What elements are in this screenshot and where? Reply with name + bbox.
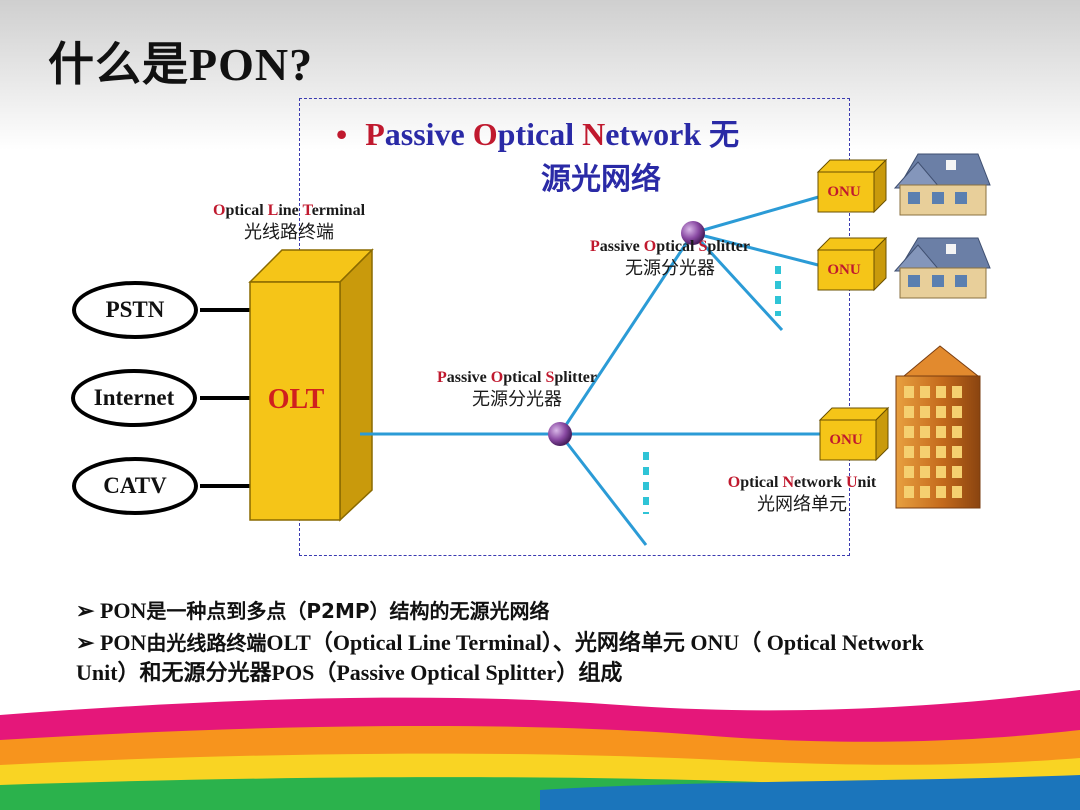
page-title: 什么是PON? bbox=[48, 37, 314, 91]
pon-heading: •Passive Optical Network 无 源光网络 bbox=[336, 116, 740, 197]
catv-node: CATV bbox=[72, 457, 198, 515]
fiber-lines bbox=[360, 194, 823, 546]
description-line-2: ➢ PON由光线路终端OLT（Optical Line Terminal）、光网… bbox=[76, 630, 924, 685]
internet-node: Internet bbox=[71, 369, 197, 427]
office-building-icon bbox=[895, 345, 981, 509]
onu-box-1 bbox=[816, 158, 888, 214]
fiber-to-onu-2 bbox=[692, 231, 823, 268]
onu-box-3 bbox=[818, 406, 890, 462]
splitter-2-caption: Passive Optical Splitter 无源分光器 bbox=[589, 238, 750, 279]
fiber-branch-down-2 bbox=[691, 231, 784, 332]
fiber-to-splitter-2 bbox=[558, 232, 695, 435]
onu-caption: Optical Network Unit 光网络单元 bbox=[727, 474, 877, 515]
house-icon-2 bbox=[893, 237, 991, 299]
fiber-to-onu-1 bbox=[692, 194, 823, 235]
description-line-1: ➢ PON是一种点到多点（P2MP）结构的无源光网络 bbox=[76, 598, 550, 623]
bottom-wave-decoration bbox=[0, 690, 1080, 810]
onu-2-label: ONU bbox=[827, 262, 861, 278]
fiber-branch-down bbox=[558, 433, 648, 546]
olt-caption: Optical Line Terminal 光线路终端 bbox=[212, 202, 366, 243]
pon-description: ➢ PON是一种点到多点（P2MP）结构的无源光网络 ➢ PON由光线路终端OL… bbox=[76, 596, 956, 690]
header-background bbox=[0, 0, 1080, 150]
splitter-2 bbox=[681, 221, 705, 245]
house-icon-1 bbox=[893, 153, 991, 216]
onu-box-2 bbox=[816, 236, 888, 292]
olt-label-text: OLT bbox=[267, 384, 325, 415]
splitter-1 bbox=[548, 422, 572, 446]
olt-cabinet bbox=[248, 248, 374, 522]
splitter-1-caption: Passive Optical Splitter 无源分光器 bbox=[436, 369, 597, 410]
onu-1-label: ONU bbox=[827, 184, 861, 200]
ellipsis-markers bbox=[643, 266, 781, 514]
onu-3-label: ONU bbox=[829, 432, 863, 448]
pstn-node: PSTN bbox=[72, 281, 198, 339]
